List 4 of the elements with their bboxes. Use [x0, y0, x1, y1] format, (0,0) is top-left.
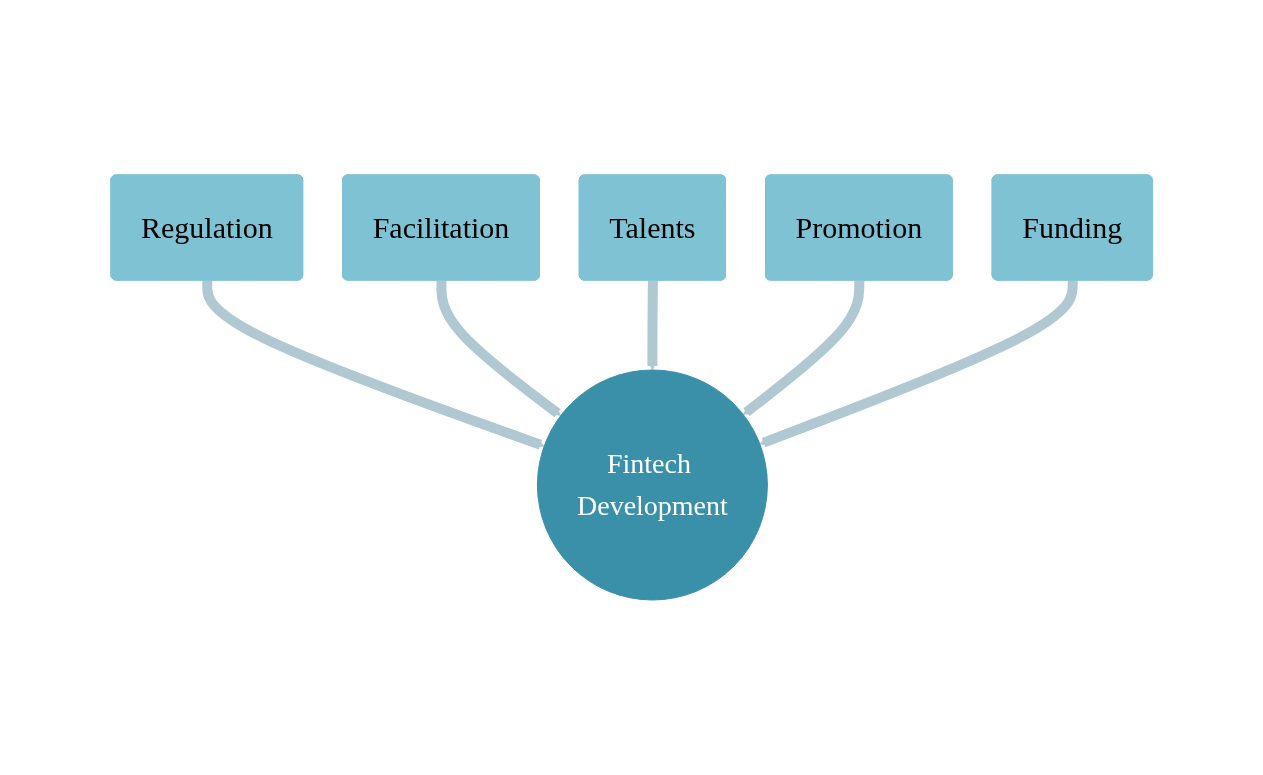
arrow	[647, 280, 658, 371]
arrow	[742, 280, 865, 417]
arrow	[436, 280, 561, 418]
node-circle: Fintech Development	[536, 369, 768, 601]
